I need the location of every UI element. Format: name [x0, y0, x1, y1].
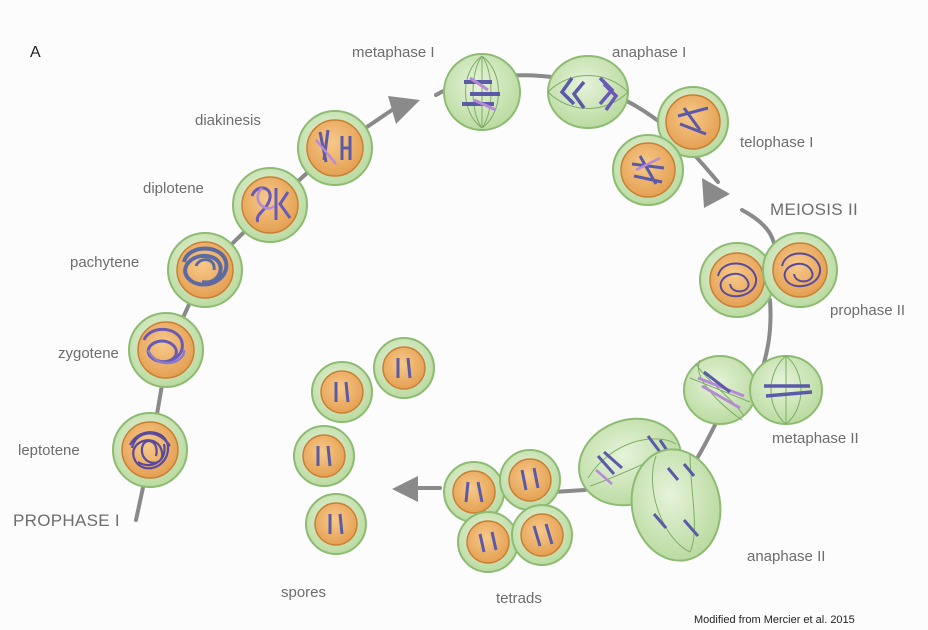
panel-label: A [30, 44, 41, 62]
label-leptotene: leptotene [18, 442, 80, 459]
label-diakinesis: diakinesis [195, 112, 261, 129]
cell-diplotene [233, 168, 307, 242]
label-tetrads: tetrads [496, 590, 542, 607]
cell-metaphase-1 [444, 54, 520, 130]
cell-diakinesis [298, 111, 372, 185]
cell-anaphase-2 [567, 405, 729, 568]
cell-tetrads [444, 450, 572, 572]
cell-leptotene [113, 413, 187, 487]
cell-pachytene [168, 233, 242, 307]
arrow-to-spores [392, 476, 418, 502]
label-anaphase-2: anaphase II [747, 548, 825, 565]
label-prophase-1: PROPHASE I [13, 511, 120, 531]
figure-credit: Modified from Mercier et al. 2015 [694, 614, 855, 626]
cell-anaphase-1 [548, 56, 628, 128]
label-pachytene: pachytene [70, 254, 139, 271]
cell-zygotene [129, 313, 203, 387]
label-metaphase-2: metaphase II [772, 430, 859, 447]
cell-metaphase-2 [684, 356, 822, 424]
label-spores: spores [281, 584, 326, 601]
label-meiosis-2: MEIOSIS II [770, 200, 858, 220]
cell-spores [294, 338, 434, 554]
label-zygotene: zygotene [58, 345, 119, 362]
arrow-to-metaphase-1 [388, 96, 420, 124]
label-anaphase-1: anaphase I [612, 44, 686, 61]
label-telophase-1: telophase I [740, 134, 813, 151]
label-prophase-2: prophase II [830, 302, 905, 319]
label-metaphase-1: metaphase I [352, 44, 435, 61]
label-diplotene: diplotene [143, 180, 204, 197]
